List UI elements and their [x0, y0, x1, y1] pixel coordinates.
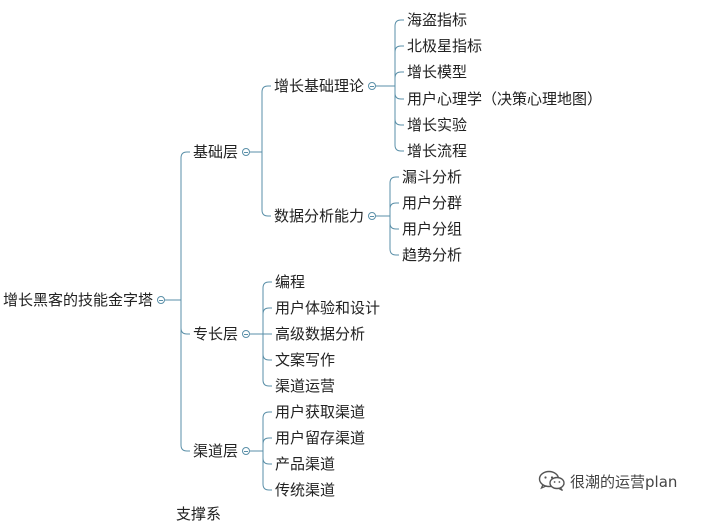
- connector-line: [262, 411, 272, 419]
- node-channel-layer[interactable]: 渠道层: [193, 442, 239, 460]
- leaf-node[interactable]: 传统渠道: [275, 481, 336, 499]
- leaf-node[interactable]: 高级数据分析: [275, 325, 366, 343]
- connector-group: [376, 176, 399, 256]
- connector-group: [250, 281, 272, 387]
- root-node[interactable]: 增长黑客的技能金字塔: [3, 291, 154, 309]
- leaf-node[interactable]: 趋势分析: [402, 246, 463, 264]
- partial-node-label: 支撑系: [176, 505, 222, 523]
- connector-line: [389, 248, 399, 256]
- leaf-node[interactable]: 海盗指标: [407, 11, 468, 29]
- collapse-toggle-icon[interactable]: [242, 447, 250, 455]
- leaf-node[interactable]: 编程: [275, 273, 306, 291]
- connector-line: [180, 327, 190, 335]
- connector-line: [262, 353, 272, 361]
- connector-line: [262, 281, 272, 289]
- connector-line: [389, 222, 399, 230]
- leaf-node[interactable]: 北极星指标: [407, 37, 483, 55]
- connector-line: [262, 437, 272, 445]
- connector-line: [262, 307, 272, 315]
- watermark: 很潮的运营plan: [538, 469, 677, 493]
- leaf-node[interactable]: 增长实验: [407, 116, 468, 134]
- leaf-node[interactable]: 增长流程: [407, 142, 468, 160]
- connector-line: [394, 45, 404, 53]
- leaf-node[interactable]: 用户分组: [402, 220, 463, 238]
- leaf-node[interactable]: 渠道运营: [275, 377, 336, 395]
- connector-line: [262, 483, 272, 491]
- leaf-node[interactable]: 用户获取渠道: [275, 403, 366, 421]
- connector-line: [261, 209, 271, 217]
- node-data-analysis[interactable]: 数据分析能力: [274, 207, 365, 225]
- node-growth-theory[interactable]: 增长基础理论: [274, 77, 365, 95]
- connector-line: [394, 19, 404, 27]
- connector-line: [389, 176, 399, 184]
- leaf-node[interactable]: 用户留存渠道: [275, 429, 366, 447]
- wechat-icon: [538, 470, 565, 492]
- watermark-text: 很潮的运营plan: [570, 472, 678, 491]
- leaf-node[interactable]: 用户体验和设计: [275, 299, 381, 317]
- leaf-node[interactable]: 用户心理学（决策心理地图）: [407, 90, 603, 108]
- connector-line: [394, 92, 404, 100]
- leaf-node[interactable]: 增长模型: [407, 63, 468, 81]
- collapse-toggle-icon[interactable]: [242, 148, 250, 156]
- connector-line: [394, 71, 404, 79]
- connector-group: [376, 19, 404, 152]
- leaf-node[interactable]: 用户分群: [402, 194, 463, 212]
- collapse-toggle-icon[interactable]: [157, 296, 165, 304]
- connector-line: [394, 144, 404, 152]
- collapse-toggle-icon[interactable]: [368, 82, 376, 90]
- connector-line: [261, 85, 271, 93]
- leaf-node[interactable]: 文案写作: [275, 351, 336, 369]
- connector-line: [180, 151, 190, 159]
- connector-group: [165, 151, 190, 452]
- connector-line: [262, 379, 272, 387]
- collapse-toggle-icon[interactable]: [368, 212, 376, 220]
- leaf-node[interactable]: 产品渠道: [275, 455, 336, 473]
- connector-line: [389, 202, 399, 210]
- node-foundation-layer[interactable]: 基础层: [193, 143, 239, 161]
- connector-line: [180, 444, 190, 452]
- connector-line: [262, 457, 272, 465]
- connector-group: [250, 85, 271, 217]
- connector-line: [394, 118, 404, 126]
- connector-group: [250, 411, 272, 491]
- collapse-toggle-icon[interactable]: [242, 330, 250, 338]
- node-specialty-layer[interactable]: 专长层: [193, 325, 239, 343]
- leaf-node[interactable]: 漏斗分析: [402, 168, 463, 186]
